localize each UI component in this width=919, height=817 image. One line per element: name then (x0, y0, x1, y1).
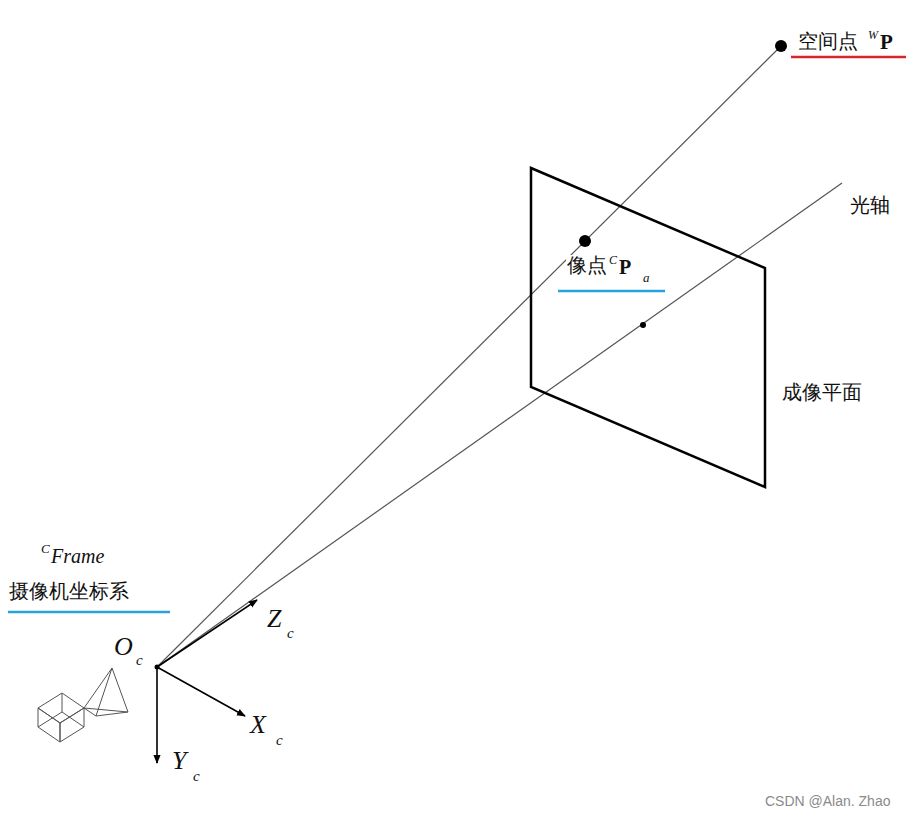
red-underline (791, 56, 906, 59)
axis-symbol: Y (171, 748, 187, 774)
axis-subscript: c (135, 653, 144, 668)
axis-subscript: c (286, 626, 295, 641)
camera-icon (38, 668, 128, 742)
watermark: CSDN @Alan. Zhao (764, 794, 891, 808)
axis-label: 光轴 (849, 195, 891, 215)
point-label: 像点 (566, 255, 608, 275)
point-symbol: P (618, 257, 632, 277)
axis-subscript: c (192, 769, 201, 784)
blue-underline (8, 611, 170, 614)
point-subscript: a (642, 271, 651, 284)
x-axis (157, 667, 245, 716)
principal-point (640, 322, 646, 328)
frame-label: 摄像机坐标系 (8, 581, 130, 601)
point-label: 空间点 (797, 31, 859, 51)
point-symbol: P (879, 32, 894, 53)
frame-superscript: W (867, 29, 879, 41)
origin-symbol: O (113, 634, 134, 660)
space-point (775, 40, 787, 52)
optical-axis (157, 183, 842, 667)
image-plane (531, 168, 765, 487)
frame-symbol: Frame (50, 546, 105, 566)
axis-symbol: X (249, 712, 267, 738)
projection-ray (157, 46, 781, 667)
axis-subscript: c (275, 733, 284, 748)
image-point (579, 235, 591, 247)
blue-underline (558, 290, 665, 293)
frame-superscript: C (608, 254, 618, 266)
plane-label: 成像平面 (781, 382, 863, 402)
z-axis (157, 600, 257, 667)
y-axis (156, 667, 158, 763)
axis-symbol: Z (266, 606, 282, 632)
